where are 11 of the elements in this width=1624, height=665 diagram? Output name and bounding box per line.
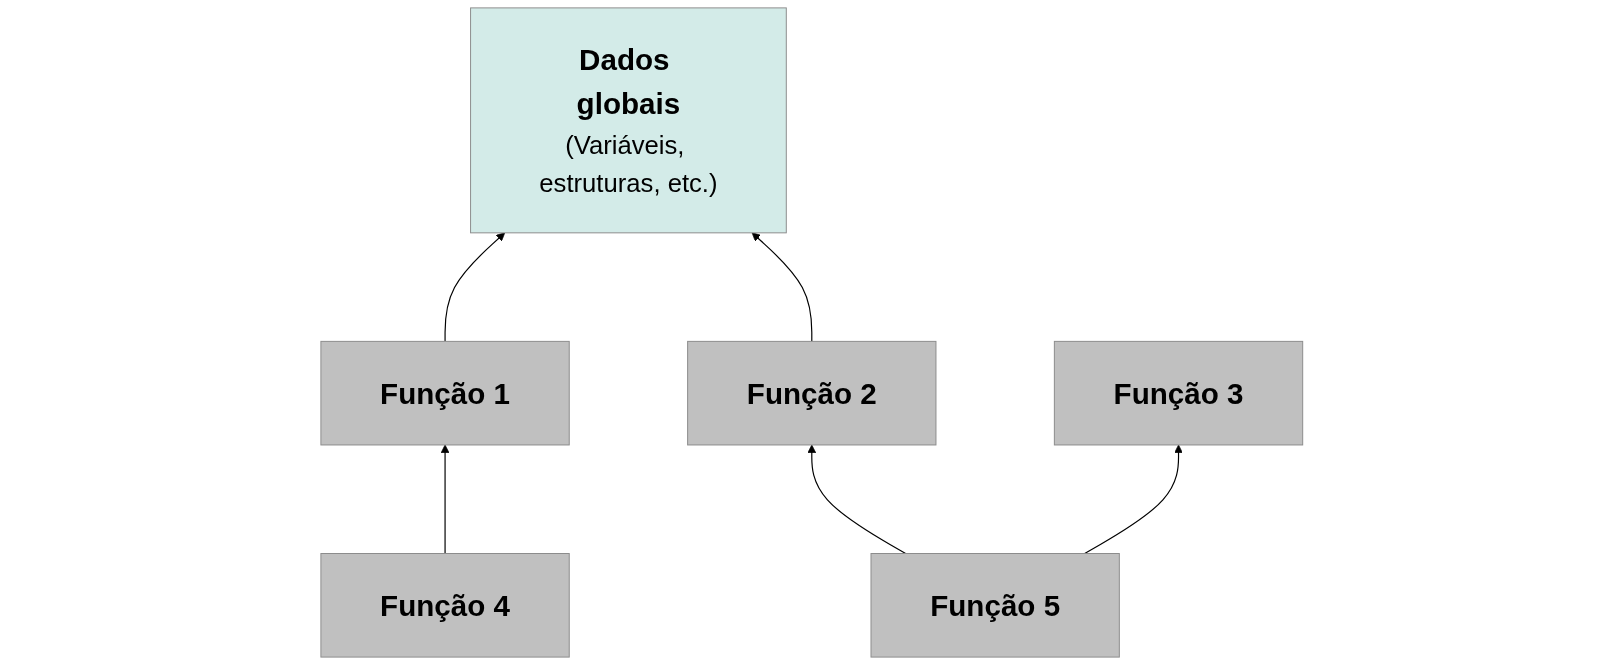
node-box: Função 1: [320, 340, 570, 446]
arrow: [1084, 444, 1184, 555]
node-box: Função 4: [320, 553, 570, 658]
arrow: [751, 232, 813, 342]
node-box: Função 2: [687, 340, 937, 446]
arrow: [807, 444, 907, 555]
arrow: [444, 232, 506, 342]
arrow: [440, 444, 450, 555]
node-box: Função 5: [870, 553, 1121, 658]
node-box: Função 3: [1054, 340, 1304, 446]
node-box: Dados globais (Variáveis, estruturas, etc.): [470, 7, 787, 234]
